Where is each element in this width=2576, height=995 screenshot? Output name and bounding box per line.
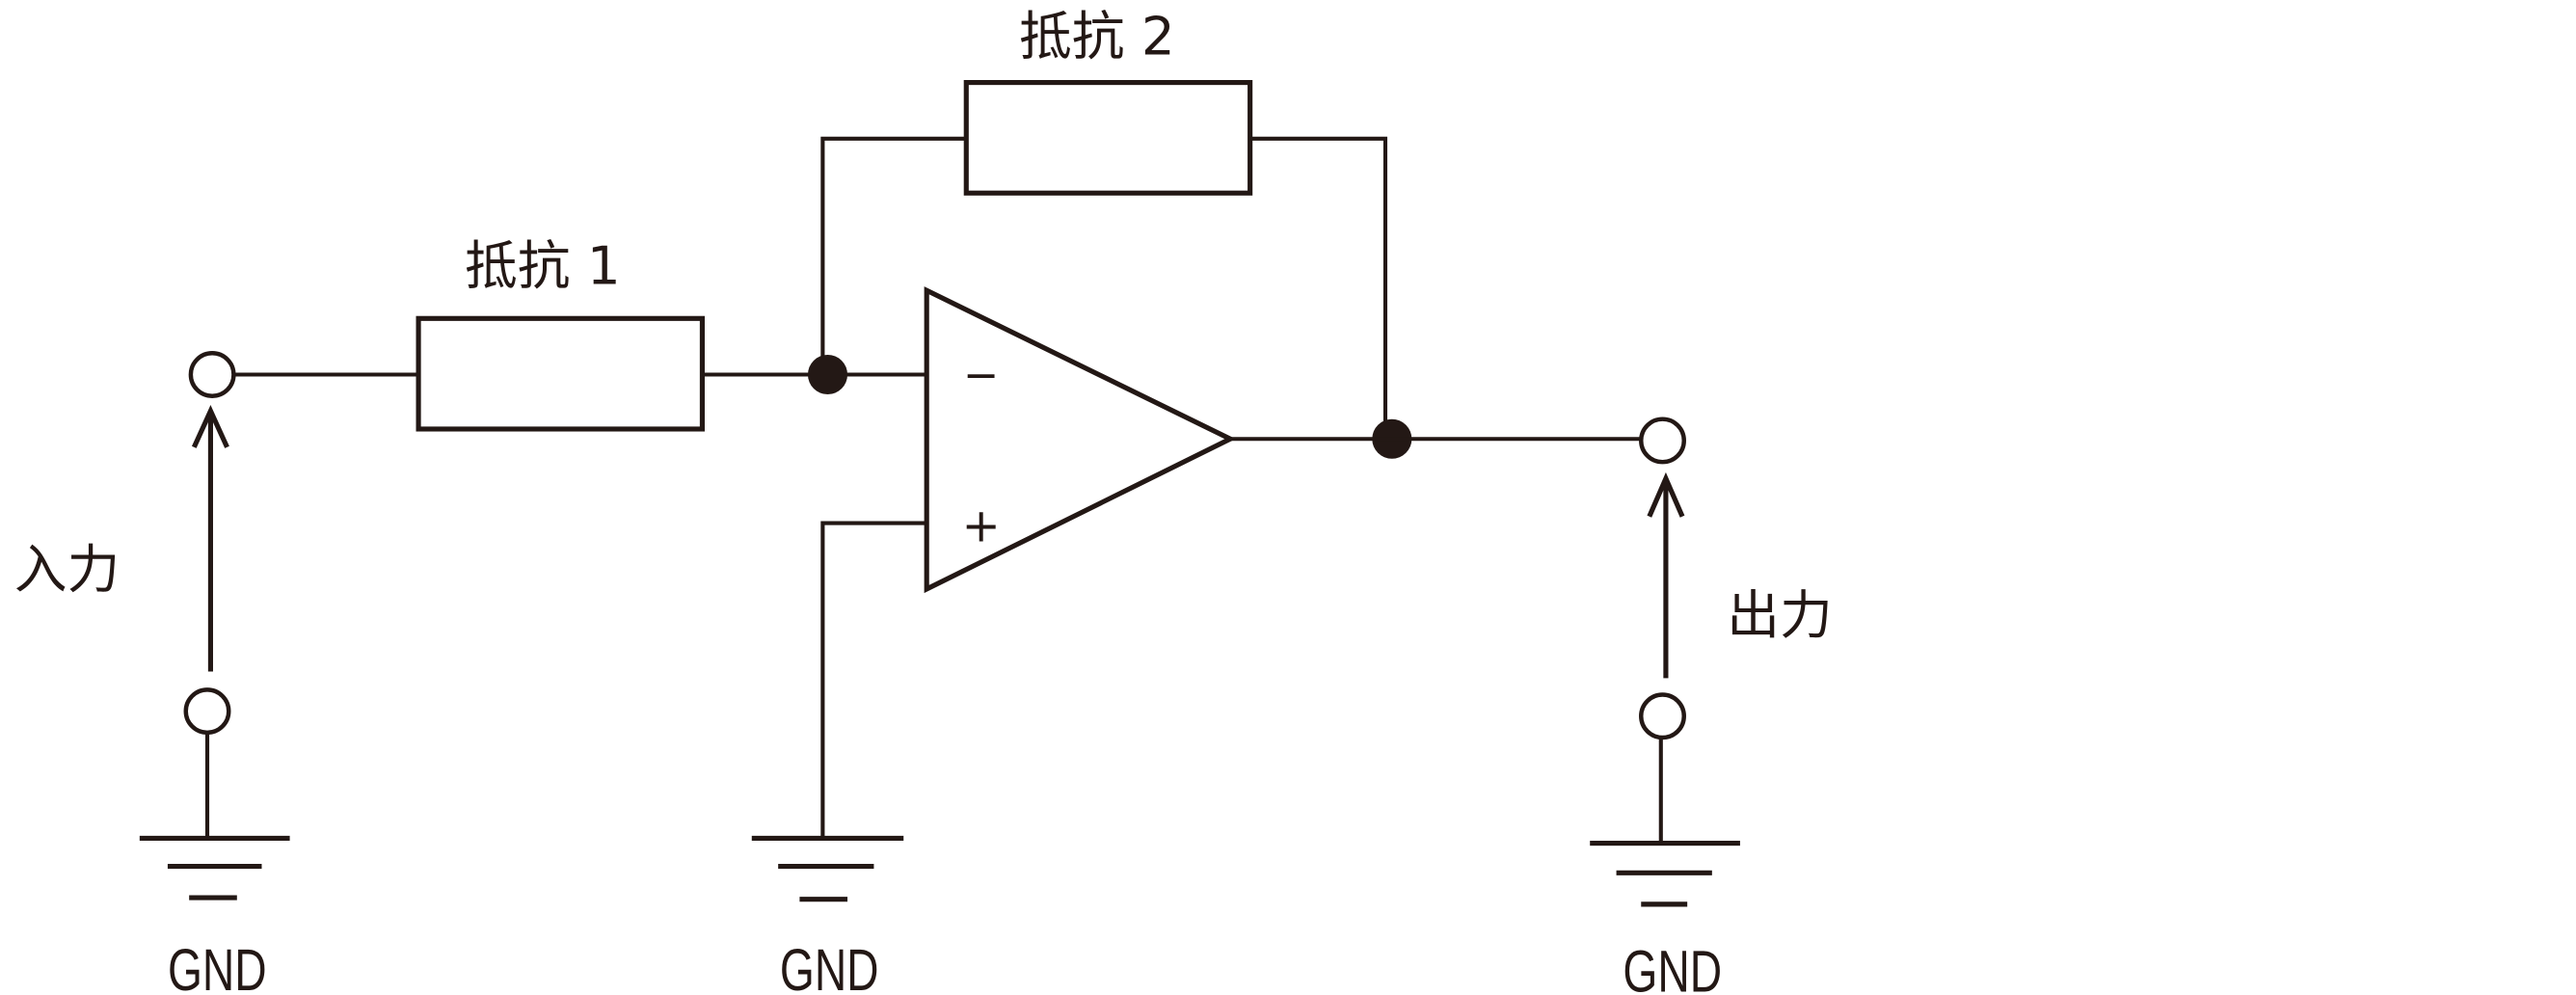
input-terminal-top (188, 351, 236, 398)
input-label: 入力 (14, 538, 121, 600)
resistor-1-label: 抵抗 1 (465, 234, 621, 296)
resistor-1: 抵抗 1 (416, 234, 828, 432)
ground-symbol-opamp (751, 835, 904, 902)
op-amp-minus-label: − (963, 351, 999, 400)
output-terminal-bottom (1639, 692, 1686, 740)
resistor-2-label: 抵抗 2 (1019, 5, 1175, 67)
gnd-label-opamp: GND (780, 936, 879, 995)
gnd-label-input: GND (168, 936, 267, 995)
op-amp: − + GND (751, 286, 1236, 995)
gnd-label-output: GND (1623, 938, 1722, 995)
noninverting-ground-wire (820, 521, 927, 837)
resistor-2 (963, 80, 1253, 196)
ground-symbol-output (1590, 840, 1740, 907)
input-arrow-head (191, 404, 229, 448)
output-section: GND 出力 (1230, 417, 1833, 995)
input-terminal-bottom (183, 687, 231, 736)
feedback-loop: 抵抗 2 (820, 5, 1388, 438)
output-label: 出力 (1727, 584, 1833, 646)
op-amp-plus-label: + (962, 499, 1001, 552)
junction-inverting-input (807, 354, 848, 395)
input-section: GND 入力 (14, 351, 419, 995)
ground-symbol-input (139, 835, 290, 901)
output-arrow-head (1647, 471, 1685, 518)
output-terminal-top (1639, 417, 1686, 465)
